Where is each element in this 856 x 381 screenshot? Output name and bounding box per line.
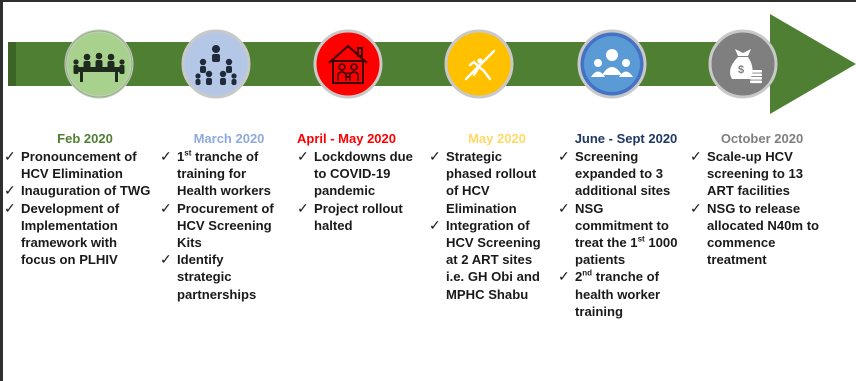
milestone-title: June - Sept 2020 bbox=[574, 131, 678, 146]
milestone-may-2020: May 2020 ✓Strategic phased rollout of HC… bbox=[429, 131, 551, 303]
milestone-items: ✓Strategic phased rollout of HCV Elimina… bbox=[429, 148, 551, 303]
milestone-march-2020: March 2020 ✓1st tranche of training for … bbox=[160, 131, 280, 303]
milestone-items: ✓Scale-up HCV screening to 13 ART facili… bbox=[690, 148, 820, 268]
people-audience-icon bbox=[577, 29, 647, 99]
list-item: ✓Identify strategic partnerships bbox=[160, 251, 257, 302]
list-item: ✓2nd tranche of health worker training bbox=[558, 268, 661, 319]
top-border bbox=[0, 0, 856, 2]
money-bag-icon: $ bbox=[708, 29, 778, 99]
checkmark-icon: ✓ bbox=[160, 199, 172, 216]
list-item: ✓Strategic phased rollout of HCV Elimina… bbox=[429, 148, 537, 216]
milestone-items: ✓Screening expanded to 3 additional site… bbox=[558, 148, 680, 320]
milestone-april-may-2020: April - May 2020 ✓Lockdowns due to COVID… bbox=[297, 131, 422, 234]
stay-home-icon bbox=[313, 29, 383, 99]
svg-text:$: $ bbox=[738, 64, 744, 76]
checkmark-icon: ✓ bbox=[558, 148, 570, 164]
checkmark-icon: ✓ bbox=[690, 148, 702, 164]
checkmark-icon: ✓ bbox=[160, 148, 172, 164]
checkmark-icon: ✓ bbox=[558, 199, 570, 216]
milestone-items: ✓1st tranche of training for Health work… bbox=[160, 148, 280, 303]
list-item: ✓NSG commitment to treat the 1st 1000 pa… bbox=[558, 199, 678, 268]
milestone-october-2020: October 2020 ✓Scale-up HCV screening to … bbox=[690, 131, 820, 268]
list-item: ✓Project rollout halted bbox=[297, 199, 403, 233]
checkmark-icon: ✓ bbox=[4, 199, 16, 216]
training-group-icon bbox=[181, 29, 251, 99]
list-item: ✓Lockdowns due to COVID-19 pandemic bbox=[297, 148, 413, 199]
meeting-table-icon bbox=[64, 29, 134, 99]
list-item: ✓NSG to release allocated N40m to commen… bbox=[690, 199, 820, 268]
timeline-arrow bbox=[8, 14, 856, 114]
milestone-june-sept-2020: June - Sept 2020 ✓Screening expanded to … bbox=[558, 131, 680, 320]
milestone-title: October 2020 bbox=[720, 131, 804, 146]
milestone-title: April - May 2020 bbox=[297, 131, 396, 146]
left-border bbox=[0, 0, 3, 381]
list-item: ✓Screening expanded to 3 additional site… bbox=[558, 148, 671, 199]
checkmark-icon: ✓ bbox=[429, 216, 441, 233]
list-item: ✓Scale-up HCV screening to 13 ART facili… bbox=[690, 148, 804, 199]
milestone-items: ✓Lockdowns due to COVID-19 pandemic ✓Pro… bbox=[297, 148, 422, 234]
list-item: ✓1st tranche of training for Health work… bbox=[160, 148, 271, 199]
checkmark-icon: ✓ bbox=[429, 148, 441, 164]
checkmark-icon: ✓ bbox=[4, 148, 16, 164]
javelin-thrower-icon bbox=[444, 29, 514, 99]
list-item: ✓Inauguration of TWG bbox=[4, 182, 151, 199]
checkmark-icon: ✓ bbox=[160, 251, 172, 268]
list-item: ✓Development of Implementation framework… bbox=[4, 199, 120, 268]
milestone-items: ✓Pronouncement of HCV Elimination ✓Inaug… bbox=[4, 148, 154, 268]
milestone-feb-2020: Feb 2020 ✓Pronouncement of HCV Eliminati… bbox=[4, 131, 154, 268]
milestone-title: March 2020 bbox=[193, 131, 265, 146]
milestone-title: May 2020 bbox=[468, 131, 526, 146]
checkmark-icon: ✓ bbox=[4, 182, 16, 199]
checkmark-icon: ✓ bbox=[690, 199, 702, 216]
list-item: ✓Pronouncement of HCV Elimination bbox=[4, 148, 137, 182]
list-item: ✓Procurement of HCV Screening Kits bbox=[160, 199, 274, 251]
list-item: ✓Integration of HCV Screening at 2 ART s… bbox=[429, 216, 541, 302]
checkmark-icon: ✓ bbox=[558, 268, 570, 285]
checkmark-icon: ✓ bbox=[297, 148, 309, 164]
milestone-title: Feb 2020 bbox=[57, 131, 113, 146]
checkmark-icon: ✓ bbox=[297, 199, 309, 216]
